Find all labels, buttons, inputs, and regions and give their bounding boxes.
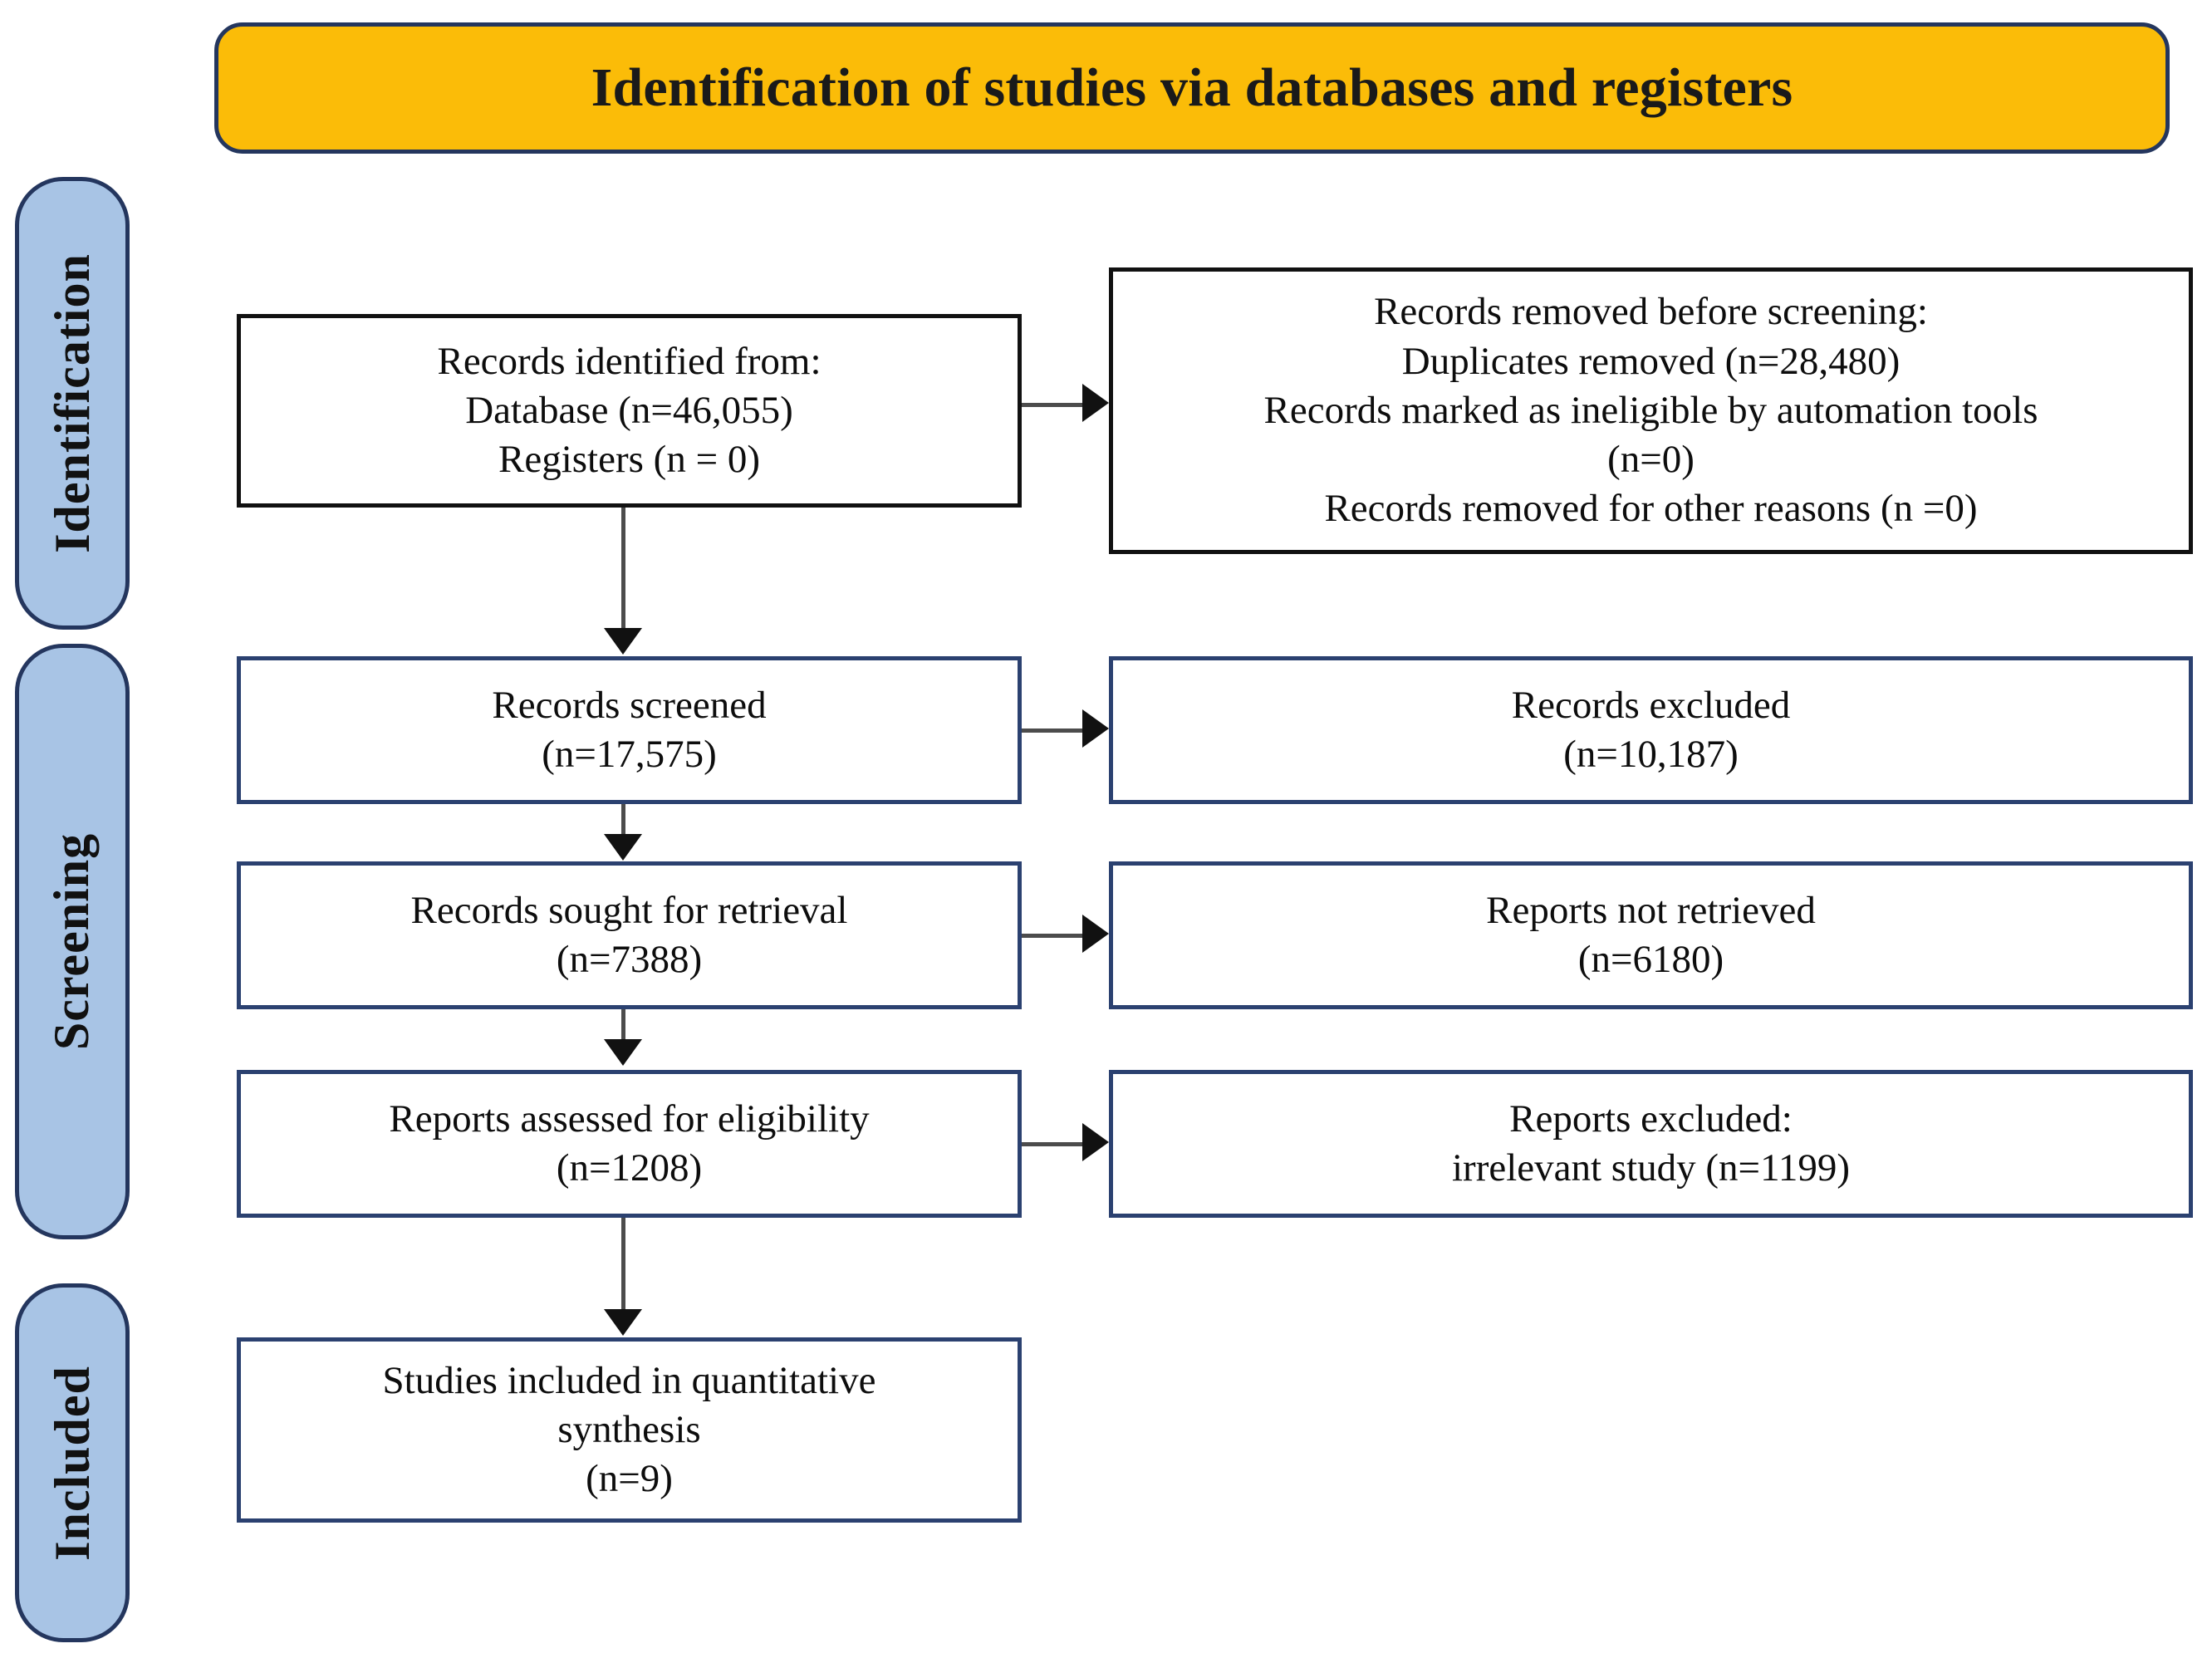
connector-sought-to-not-retrieved-arrow xyxy=(1082,915,1109,953)
box-line: Reports assessed for eligibility xyxy=(389,1096,870,1141)
box-records-excluded: Records excluded (n=10,187) xyxy=(1109,656,2193,804)
stage-band-identification: Identification xyxy=(15,177,130,630)
box-reports-excluded: Reports excluded: irrelevant study (n=11… xyxy=(1109,1070,2193,1218)
connector-identified-to-removed-line xyxy=(1022,403,1086,407)
stage-band-screening: Screening xyxy=(15,644,130,1239)
box-line: Records excluded xyxy=(1511,683,1791,727)
box-line: Records identified from: xyxy=(437,339,822,383)
connector-identified-to-screened-arrow xyxy=(604,628,642,655)
connector-screened-to-sought-line xyxy=(621,804,625,834)
box-line: Records removed for other reasons (n =0) xyxy=(1324,487,1978,531)
connector-screened-to-sought-arrow xyxy=(604,834,642,861)
connector-identified-to-screened-line xyxy=(621,508,625,628)
connector-assessed-to-included-arrow xyxy=(604,1309,642,1336)
box-reports-not-retrieved: Reports not retrieved (n=6180) xyxy=(1109,861,2193,1009)
connector-assessed-to-reports-excluded-arrow xyxy=(1082,1123,1109,1161)
box-studies-included: Studies included in quantitative synthes… xyxy=(237,1337,1022,1523)
box-line: (n=10,187) xyxy=(1563,733,1739,776)
box-line: Registers (n = 0) xyxy=(498,438,760,482)
box-line: Duplicates removed (n=28,480) xyxy=(1401,339,1901,383)
stage-label-identification: Identification xyxy=(44,253,100,553)
connector-sought-to-assessed-line xyxy=(621,1009,625,1039)
box-line: Reports not retrieved xyxy=(1486,888,1816,932)
stage-label-screening: Screening xyxy=(44,832,100,1051)
connector-screened-to-excluded-line xyxy=(1022,728,1086,733)
connector-screened-to-excluded-arrow xyxy=(1082,709,1109,748)
page-title: Identification of studies via databases … xyxy=(591,56,1793,118)
box-line: (n=6180) xyxy=(1577,938,1724,981)
box-line: Records sought for retrieval xyxy=(410,888,848,932)
diagram-title-banner: Identification of studies via databases … xyxy=(214,22,2170,154)
box-line: Reports excluded: xyxy=(1509,1096,1793,1141)
box-records-sought-for-retrieval: Records sought for retrieval (n=7388) xyxy=(237,861,1022,1009)
box-line: Records removed before screening: xyxy=(1374,290,1928,334)
box-line: (n=7388) xyxy=(556,938,703,981)
box-line: (n=9) xyxy=(586,1457,673,1501)
box-line: (n=0) xyxy=(1607,438,1695,482)
box-records-screened: Records screened (n=17,575) xyxy=(237,656,1022,804)
box-line: (n=1208) xyxy=(556,1146,703,1190)
connector-sought-to-assessed-arrow xyxy=(604,1039,642,1066)
box-line: irrelevant study (n=1199) xyxy=(1452,1146,1850,1190)
box-line: Studies included in quantitative xyxy=(382,1358,876,1402)
box-line: Records screened xyxy=(492,683,767,727)
connector-assessed-to-reports-excluded-line xyxy=(1022,1142,1086,1146)
connector-sought-to-not-retrieved-line xyxy=(1022,934,1086,938)
stage-band-included: Included xyxy=(15,1283,130,1642)
connector-identified-to-removed-arrow xyxy=(1082,384,1109,422)
box-records-identified: Records identified from: Database (n=46,… xyxy=(237,314,1022,508)
box-line: Database (n=46,055) xyxy=(465,388,793,432)
connector-assessed-to-included-line xyxy=(621,1218,625,1309)
box-line: synthesis xyxy=(557,1407,701,1451)
stage-label-included: Included xyxy=(44,1365,100,1561)
box-line: Records marked as ineligible by automati… xyxy=(1263,388,2038,432)
box-reports-assessed-for-eligibility: Reports assessed for eligibility (n=1208… xyxy=(237,1070,1022,1218)
box-records-removed-before-screening: Records removed before screening: Duplic… xyxy=(1109,267,2193,554)
box-line: (n=17,575) xyxy=(542,733,717,776)
